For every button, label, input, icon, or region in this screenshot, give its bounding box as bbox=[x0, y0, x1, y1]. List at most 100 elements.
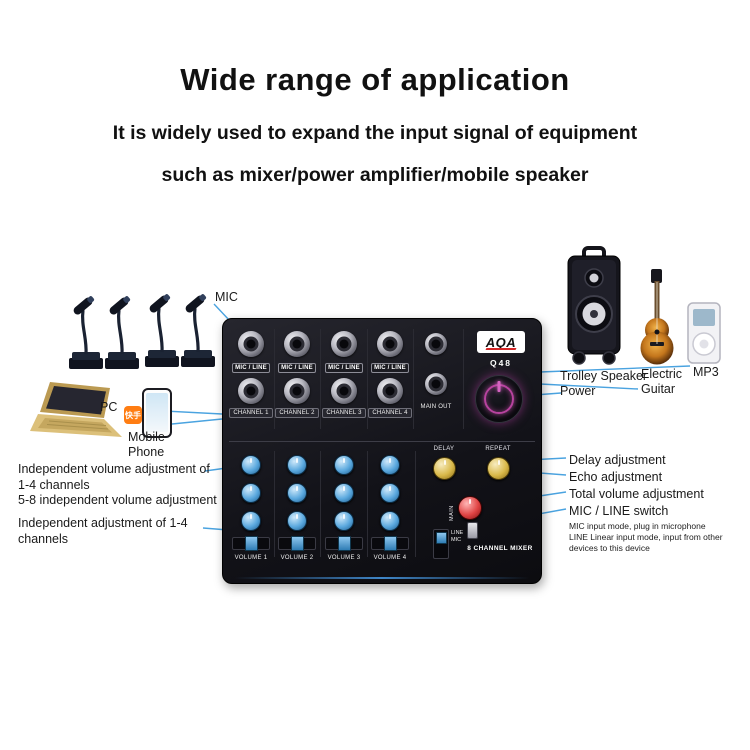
divider bbox=[274, 451, 275, 557]
channel-3-strip: VOLUME 3 bbox=[322, 455, 366, 561]
channel-3-inputs: MIC / LINE CHANNEL 3 bbox=[322, 331, 366, 418]
input-jack bbox=[377, 378, 403, 404]
divider bbox=[367, 329, 368, 429]
channel-label: CHANNEL 2 bbox=[275, 408, 319, 418]
main-out-jacks: MAIN OUT bbox=[416, 333, 456, 411]
mobile-phone-label: Mobile Phone bbox=[128, 430, 165, 459]
channel-label: CHANNEL 4 bbox=[368, 408, 412, 418]
input-jack bbox=[238, 331, 264, 357]
brand-logo: AQA bbox=[477, 331, 525, 353]
input-jack bbox=[377, 331, 403, 357]
microphone-3 bbox=[145, 294, 179, 367]
power-icon bbox=[497, 381, 501, 392]
speaker-label: Trolley Speaker Power bbox=[560, 369, 648, 398]
channel-4-inputs: MIC / LINE CHANNEL 4 bbox=[368, 331, 412, 418]
annotation-left-1: Independent volume adjustment of 1-4 cha… bbox=[18, 462, 210, 492]
mic-line-label: MIC / LINE bbox=[278, 363, 316, 373]
input-jack bbox=[331, 378, 357, 404]
model-label: Q48 bbox=[489, 358, 513, 368]
channel-1-inputs: MIC / LINE CHANNEL 1 bbox=[229, 331, 273, 418]
guitar-label: Electric Guitar bbox=[641, 367, 682, 396]
input-jack bbox=[331, 331, 357, 357]
mic-label: MIC bbox=[215, 290, 238, 304]
annotation-echo: Echo adjustment bbox=[569, 470, 663, 484]
volume-label: VOLUME 2 bbox=[280, 555, 314, 561]
line-mixer-to-mp3 bbox=[539, 365, 691, 373]
laptop bbox=[30, 382, 122, 437]
mp3-player bbox=[687, 302, 721, 364]
channel-knob bbox=[241, 511, 261, 531]
volume-label: VOLUME 1 bbox=[234, 555, 268, 561]
volume-label: VOLUME 4 bbox=[373, 555, 407, 561]
channel-label: CHANNEL 3 bbox=[322, 408, 366, 418]
mic-line-label: MIC / LINE bbox=[371, 363, 409, 373]
mixer-device: MIC / LINE CHANNEL 1 MIC / LINE CHANNEL … bbox=[222, 318, 542, 584]
channel-2-inputs: MIC / LINE CHANNEL 2 bbox=[275, 331, 319, 418]
channel-4-strip: VOLUME 4 bbox=[368, 455, 412, 561]
mixer-model-text: 8 CHANNEL MIXER bbox=[467, 545, 533, 552]
channel-knob bbox=[380, 483, 400, 503]
output-jack bbox=[425, 373, 447, 395]
channel-label: CHANNEL 1 bbox=[229, 408, 273, 418]
channel-knob bbox=[380, 511, 400, 531]
fader-cap bbox=[291, 536, 304, 551]
microphone-4 bbox=[181, 294, 215, 367]
delay-knob bbox=[433, 457, 456, 480]
delay-label: DELAY bbox=[433, 446, 455, 452]
annotation-total-volume: Total volume adjustment bbox=[569, 487, 704, 501]
trolley-speaker bbox=[567, 246, 621, 365]
volume-fader bbox=[371, 536, 409, 551]
divider bbox=[367, 451, 368, 557]
divider bbox=[320, 329, 321, 429]
channel-knob bbox=[287, 455, 307, 475]
input-jack bbox=[238, 378, 264, 404]
channel-knob bbox=[334, 455, 354, 475]
kuaishou-app-icon: 快手 bbox=[124, 406, 142, 424]
output-jack bbox=[425, 333, 447, 355]
subtitle-line-1: It is widely used to expand the input si… bbox=[112, 122, 638, 144]
divider bbox=[229, 441, 535, 442]
channel-knob bbox=[334, 511, 354, 531]
channel-knob bbox=[287, 483, 307, 503]
annotation-delay: Delay adjustment bbox=[569, 453, 666, 467]
input-jack bbox=[284, 378, 310, 404]
microphone-2 bbox=[105, 296, 139, 369]
fader-cap bbox=[245, 536, 258, 551]
pc-label: PC bbox=[100, 400, 118, 414]
mic-line-label: MIC / LINE bbox=[325, 363, 363, 373]
annotation-mic-line-switch: MIC / LINE switch bbox=[569, 504, 669, 518]
divider bbox=[320, 451, 321, 557]
subtitle-line-2: such as mixer/power amplifier/mobile spe… bbox=[161, 164, 589, 186]
phone-screen bbox=[146, 393, 168, 432]
channel-knob bbox=[241, 483, 261, 503]
channel-knob bbox=[380, 455, 400, 475]
channel-2-strip: VOLUME 2 bbox=[275, 455, 319, 561]
volume-fader bbox=[232, 536, 270, 551]
mobile-phone bbox=[142, 388, 172, 438]
power-knob bbox=[475, 375, 523, 423]
annotation-left-2: 5-8 independent volume adjustment bbox=[18, 493, 217, 507]
electric-guitar bbox=[640, 269, 674, 365]
main-switch bbox=[467, 522, 478, 539]
channel-1-strip: VOLUME 1 bbox=[229, 455, 273, 561]
annotation-left-3: Independent adjustment of 1-4 channels bbox=[18, 516, 188, 546]
repeat-knob bbox=[487, 457, 510, 480]
line-mic-switch bbox=[433, 529, 449, 559]
main-out-label: MAIN OUT bbox=[420, 404, 452, 410]
input-jack bbox=[284, 331, 310, 357]
divider bbox=[415, 451, 416, 557]
line-mic-labels: LINE MIC bbox=[451, 530, 464, 543]
divider bbox=[274, 329, 275, 429]
annotation-note: MIC input mode, plug in microphone LINE … bbox=[569, 521, 723, 553]
microphone-1 bbox=[69, 296, 103, 369]
fader-cap bbox=[338, 536, 351, 551]
line-mixer-to-guitar bbox=[539, 383, 639, 390]
volume-fader bbox=[278, 536, 316, 551]
master-volume-knob bbox=[458, 496, 482, 520]
bottom-glow bbox=[235, 577, 529, 579]
fader-cap bbox=[384, 536, 397, 551]
main-label: MAIN bbox=[449, 505, 455, 521]
divider bbox=[463, 329, 464, 429]
volume-fader bbox=[325, 536, 363, 551]
